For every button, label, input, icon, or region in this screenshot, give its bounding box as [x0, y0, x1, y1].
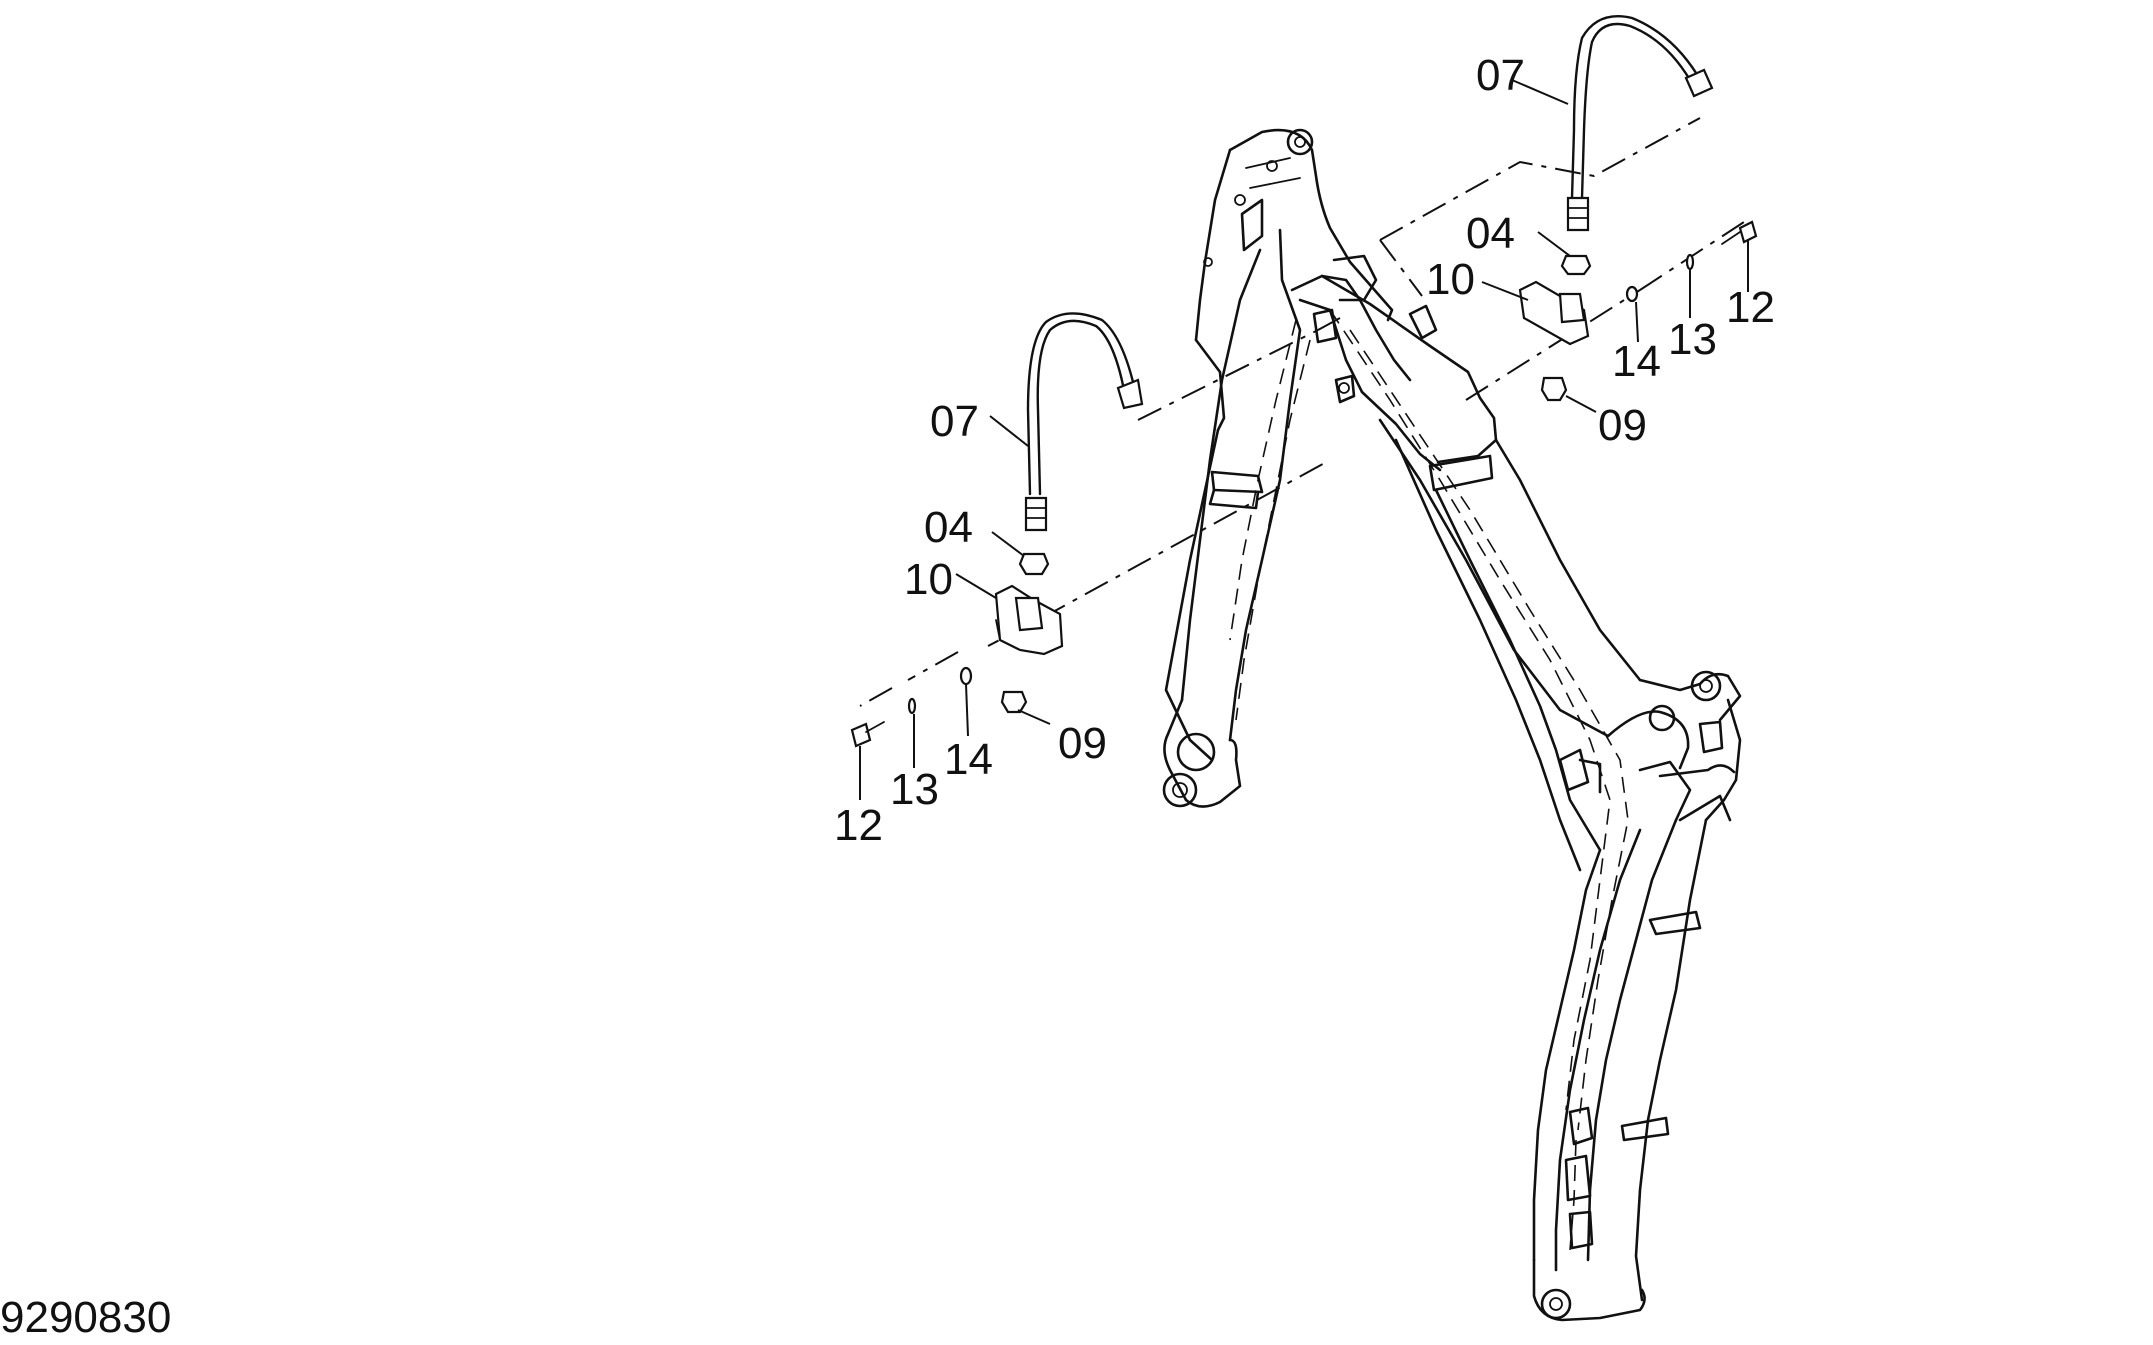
lower-bolt-12	[850, 722, 872, 748]
lower-washer-13	[907, 697, 917, 715]
callout-upper-clamp: 10	[1426, 255, 1475, 304]
drawing-number: 9290830	[0, 1293, 172, 1342]
callout-lower-hose: 07	[930, 397, 979, 446]
callout-lower-clamp: 10	[904, 555, 953, 604]
callout-labels: 07 04 10 09 12 13 14 07 04 10 09 12 13 1…	[834, 51, 1775, 850]
lower-plug-09	[1000, 690, 1028, 714]
callout-upper-plug: 09	[1598, 401, 1647, 450]
upper-hose-assembly	[1518, 15, 1758, 402]
lower-hose-assembly	[850, 312, 1144, 748]
upper-clamp-10	[1518, 280, 1590, 346]
lower-spacer-14	[959, 666, 973, 686]
callout-lower-fitting: 04	[924, 503, 973, 552]
callout-upper-washer: 13	[1668, 315, 1717, 364]
callout-lower-bolt: 12	[834, 801, 883, 850]
lower-hose-fitting-end	[1116, 378, 1144, 410]
callout-upper-hose: 07	[1476, 51, 1525, 100]
callout-lower-washer: 13	[890, 765, 939, 814]
callout-lower-spacer: 14	[944, 735, 993, 784]
upper-hose-07	[1580, 22, 1692, 200]
leader-lines	[859, 79, 1749, 800]
upper-fitting-04	[1560, 254, 1592, 276]
upper-spacer-14	[1625, 285, 1639, 303]
upper-bolt-12	[1738, 220, 1758, 244]
lower-fitting-04	[1018, 552, 1050, 576]
callout-upper-spacer: 14	[1612, 337, 1661, 386]
callout-lower-plug: 09	[1058, 719, 1107, 768]
upper-plug-09	[1540, 376, 1568, 402]
boom	[1162, 128, 1742, 1322]
callout-upper-fitting: 04	[1466, 209, 1515, 258]
upper-hose-fitting-end	[1684, 68, 1714, 98]
lower-hose-07	[1036, 319, 1126, 496]
callout-upper-bolt: 12	[1726, 283, 1775, 332]
upper-washer-13	[1685, 253, 1695, 271]
